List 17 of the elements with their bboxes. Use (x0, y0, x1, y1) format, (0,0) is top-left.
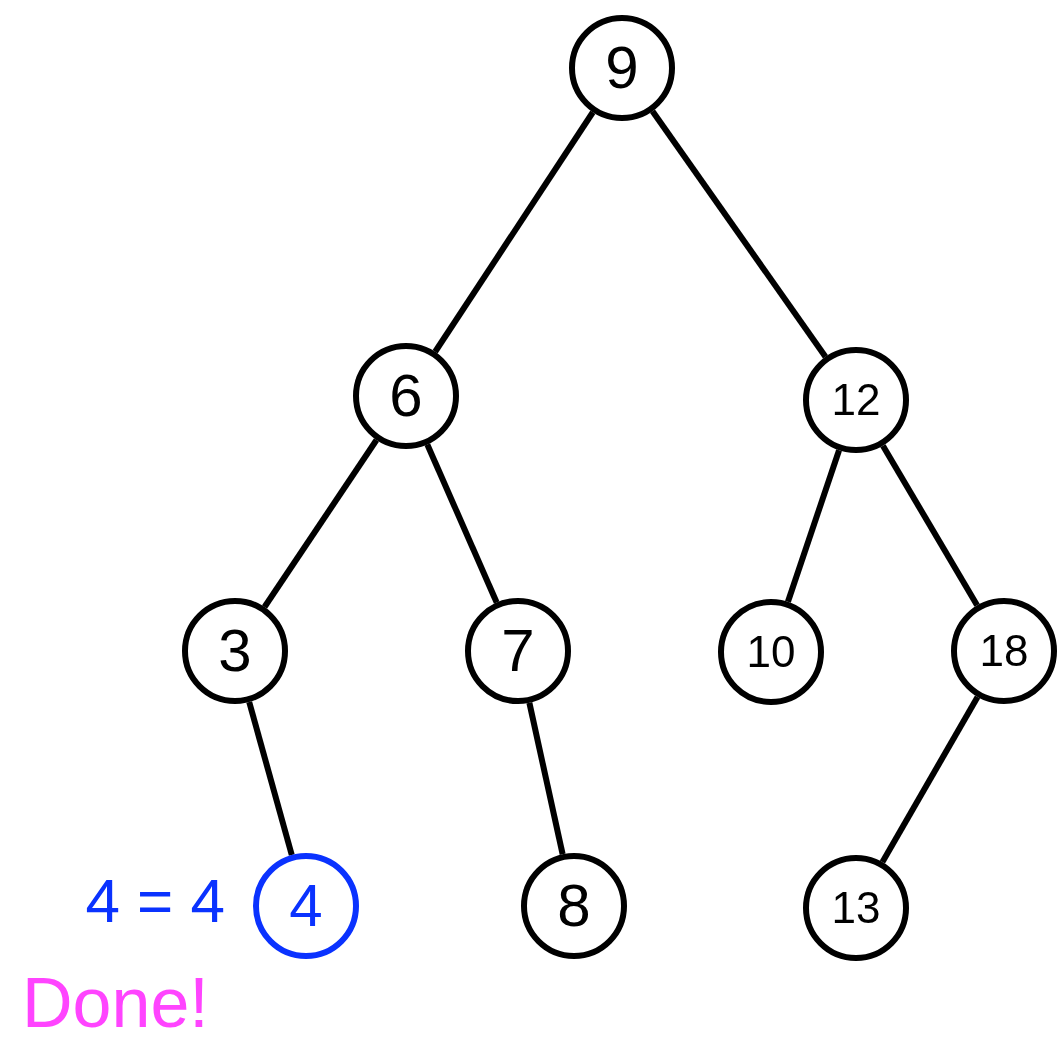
tree-edge (526, 702, 566, 855)
tree-edge (262, 438, 379, 609)
tree-edge (650, 109, 828, 359)
node-value: 7 (501, 621, 535, 681)
node-value: 12 (831, 378, 881, 422)
node-value: 6 (389, 366, 423, 426)
node-value: 4 (289, 876, 323, 936)
tree-edge (432, 110, 596, 354)
node-value: 18 (979, 629, 1029, 673)
tree-edge (880, 444, 980, 607)
comparison-text: 4 = 4 (85, 870, 225, 932)
node-value: 8 (557, 876, 591, 936)
node-value: 3 (218, 621, 252, 681)
node-value: 13 (831, 886, 881, 930)
status-text: Done! (22, 968, 209, 1038)
node-value: 10 (746, 630, 796, 674)
node-value: 9 (605, 38, 639, 98)
